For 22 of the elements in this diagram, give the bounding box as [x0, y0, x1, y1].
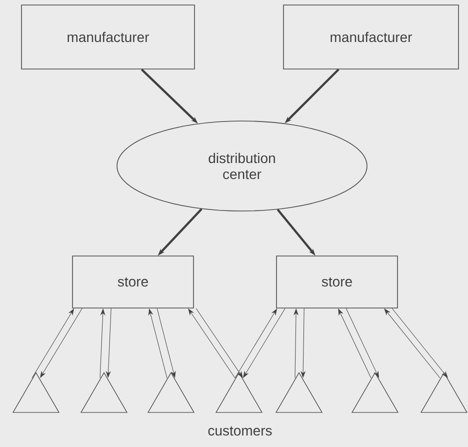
arrow — [384, 308, 440, 378]
arrow — [392, 308, 448, 378]
store-box: store — [276, 256, 398, 308]
arrow — [148, 308, 168, 378]
arrow — [188, 308, 236, 378]
caption-label: customers — [208, 426, 272, 436]
arrow — [196, 308, 243, 378]
arrow — [234, 308, 277, 378]
arrow — [156, 308, 176, 378]
arrow — [32, 308, 74, 378]
arrow — [338, 308, 372, 378]
arrow — [100, 308, 106, 378]
arrow — [346, 308, 379, 378]
ellipse-node: distribution center — [116, 120, 368, 212]
arrow — [106, 308, 112, 378]
arrow — [294, 308, 298, 378]
manufacturer-box: manufacturer — [283, 4, 459, 70]
arrow — [40, 308, 82, 378]
store-box: store — [72, 256, 194, 308]
manufacturer-box: manufacturer — [21, 4, 195, 70]
arrow — [300, 308, 306, 378]
arrow — [243, 308, 286, 378]
